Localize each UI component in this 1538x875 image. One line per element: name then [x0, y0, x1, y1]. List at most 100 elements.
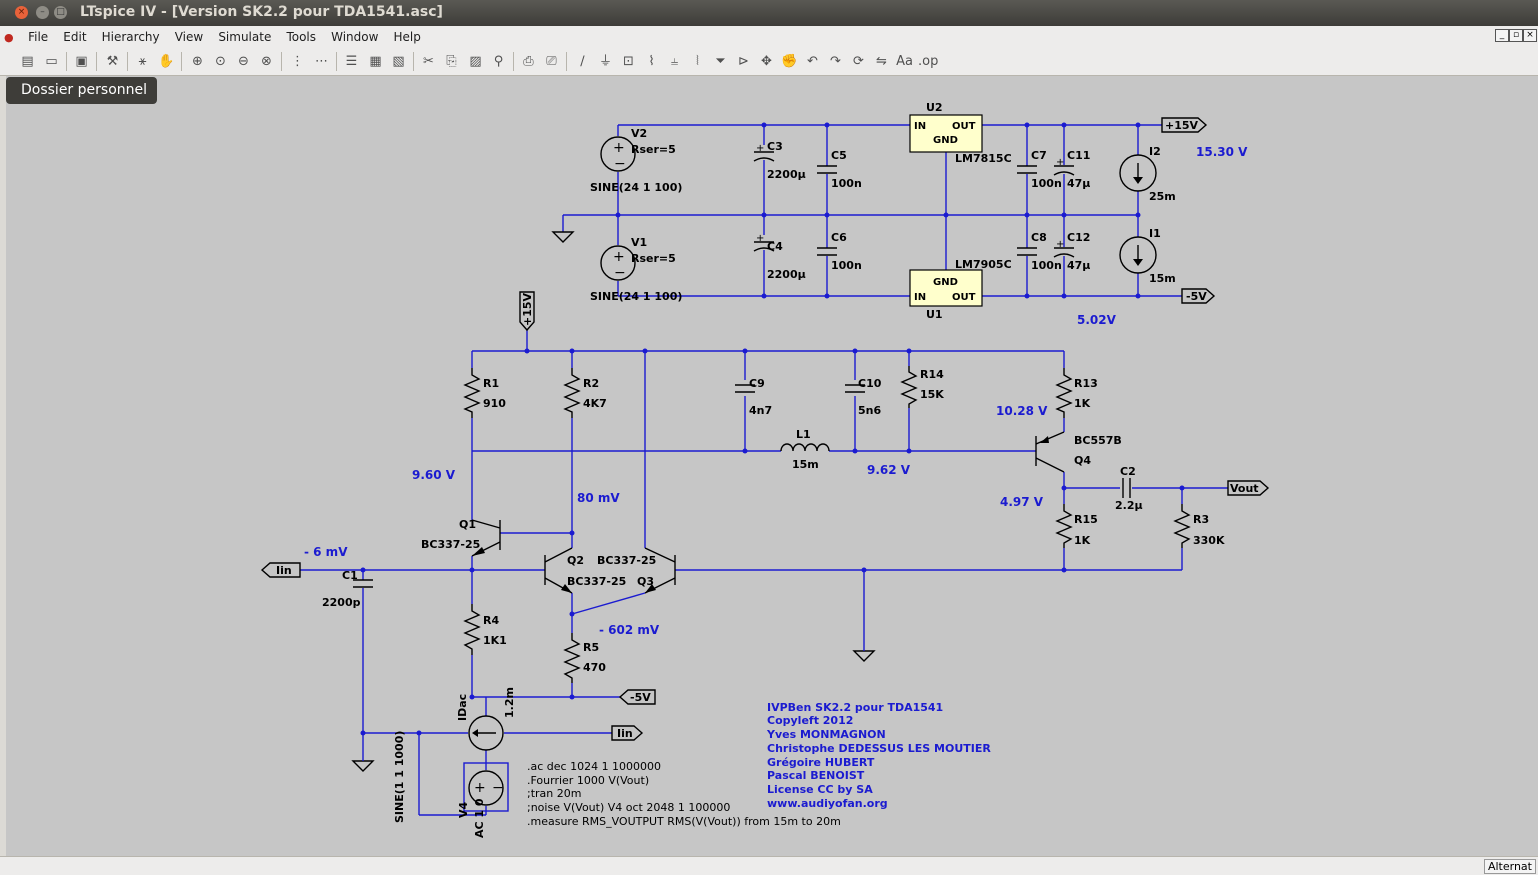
- menu-file[interactable]: File: [28, 30, 49, 44]
- run-icon[interactable]: ⚹: [138, 54, 147, 69]
- control-panel-icon[interactable]: ⚒: [106, 54, 119, 69]
- open-folder-icon[interactable]: ▭: [45, 54, 58, 69]
- inductor-icon[interactable]: ⦚: [696, 54, 699, 69]
- mdi-minimize-button[interactable]: _: [1495, 29, 1509, 42]
- net-flag-minus5v-bottom[interactable]: [618, 689, 656, 705]
- menu-window[interactable]: Window: [331, 30, 379, 44]
- redo-icon[interactable]: ↷: [830, 54, 841, 69]
- capacitor-c7[interactable]: [1017, 165, 1037, 174]
- net-flag-plus15v-top[interactable]: [519, 291, 535, 332]
- tile-vertical-icon[interactable]: ▦: [369, 54, 382, 69]
- inductor-l1[interactable]: [780, 443, 830, 452]
- current-source-i2[interactable]: [1119, 154, 1157, 192]
- menu-simulate[interactable]: Simulate: [218, 30, 272, 44]
- net-flag-vout[interactable]: [1227, 480, 1270, 496]
- c11-value: 47µ: [1067, 177, 1090, 190]
- spice-directives[interactable]: .ac dec 1024 1 1000000 .Fourrier 1000 V(…: [527, 760, 841, 828]
- capacitor-c2[interactable]: [1122, 478, 1131, 498]
- transistor-q2[interactable]: [544, 547, 573, 594]
- copy-icon[interactable]: ⎘: [446, 54, 457, 69]
- voltage-source-v2[interactable]: + −: [600, 136, 636, 172]
- resistor-r14[interactable]: [900, 366, 918, 408]
- regulator-u1[interactable]: [909, 269, 983, 307]
- label-net-icon[interactable]: ⊡: [623, 54, 634, 69]
- diode-icon[interactable]: ⏷: [715, 54, 726, 69]
- transistor-q4[interactable]: [1035, 431, 1065, 473]
- net-flag-iin-left[interactable]: [260, 562, 301, 578]
- close-window-button[interactable]: ×: [15, 6, 28, 19]
- schematic-canvas[interactable]: + − V2 Rser=5 SINE(24 1 100) + − V1 Rser…: [6, 76, 1538, 856]
- capacitor-c1[interactable]: [353, 579, 373, 588]
- schematic-drawing[interactable]: + − V2 Rser=5 SINE(24 1 100) + − V1 Rser…: [6, 76, 1538, 856]
- resistor-icon[interactable]: ⌇: [648, 54, 655, 69]
- move-icon[interactable]: ✥: [761, 54, 772, 69]
- transistor-q3[interactable]: [644, 547, 676, 594]
- close-all-icon[interactable]: ▧: [392, 54, 405, 69]
- mdi-close-button[interactable]: ×: [1523, 29, 1537, 42]
- mdi-restore-button[interactable]: ▫: [1509, 29, 1523, 42]
- component-icon[interactable]: ⊳: [738, 54, 749, 69]
- transistor-q1[interactable]: [471, 519, 501, 557]
- capacitor-icon[interactable]: ⫨: [670, 54, 679, 69]
- voltage-source-v4[interactable]: + −: [463, 762, 509, 812]
- resistor-r5[interactable]: [563, 633, 581, 683]
- resistor-r3[interactable]: [1173, 504, 1191, 548]
- app-icon[interactable]: ●: [4, 31, 14, 44]
- zoom-out-icon[interactable]: ⊖: [238, 54, 249, 69]
- spice-directive-icon[interactable]: .op: [918, 54, 939, 69]
- save-icon[interactable]: ▣: [75, 54, 88, 69]
- text-icon[interactable]: Aa: [896, 54, 913, 69]
- resistor-r1[interactable]: [463, 368, 481, 418]
- paste-icon[interactable]: ▨: [469, 54, 482, 69]
- capacitor-c10[interactable]: [845, 384, 865, 393]
- menu-help[interactable]: Help: [393, 30, 421, 44]
- autorange-icon[interactable]: ⋮: [291, 54, 304, 69]
- zoom-in-icon[interactable]: ⊕: [192, 54, 203, 69]
- capacitor-c3[interactable]: +: [753, 143, 775, 162]
- menu-view[interactable]: View: [174, 30, 204, 44]
- resistor-r4[interactable]: [463, 604, 481, 655]
- current-source-i1[interactable]: [1119, 236, 1157, 274]
- capacitor-c12[interactable]: +: [1053, 239, 1075, 258]
- menu-tools[interactable]: Tools: [286, 30, 316, 44]
- menu-hierarchy[interactable]: Hierarchy: [101, 30, 160, 44]
- ground-icon[interactable]: ⏚: [598, 54, 612, 69]
- cascade-icon[interactable]: ⋯: [315, 54, 328, 69]
- capacitor-c9[interactable]: [735, 384, 755, 393]
- halt-icon[interactable]: ✋: [158, 54, 175, 69]
- capacitor-c11[interactable]: +: [1053, 157, 1075, 176]
- net-flag-plus15v-out[interactable]: [1161, 117, 1208, 133]
- minimize-window-button[interactable]: –: [36, 6, 49, 19]
- current-source-idac[interactable]: [468, 715, 504, 751]
- tile-horizontal-icon[interactable]: ☰: [345, 54, 358, 69]
- rotate-icon[interactable]: ⟳: [853, 54, 864, 69]
- capacitor-c6[interactable]: [817, 247, 837, 256]
- capacitor-c5[interactable]: [817, 165, 837, 174]
- find-icon[interactable]: ⚲: [493, 54, 504, 69]
- r1-value: 910: [483, 397, 506, 410]
- new-schematic-icon[interactable]: ▤: [21, 54, 34, 69]
- undo-icon[interactable]: ↶: [807, 54, 818, 69]
- net-flag-minus5v-out[interactable]: [1181, 288, 1216, 304]
- zoom-fit-icon[interactable]: ⊗: [261, 54, 272, 69]
- wire-icon[interactable]: ∕: [580, 54, 585, 69]
- c6-value: 100n: [831, 259, 862, 272]
- maximize-window-button[interactable]: □: [54, 6, 67, 19]
- voltage-source-v1[interactable]: + −: [600, 245, 636, 281]
- print-icon[interactable]: ⎙: [523, 54, 534, 69]
- schematic-notes[interactable]: IVPBen SK2.2 pour TDA1541 Copyleft 2012 …: [766, 701, 991, 810]
- c5-name: C5: [831, 149, 847, 162]
- capacitor-c4[interactable]: +: [753, 233, 775, 252]
- cut-icon[interactable]: ✂: [423, 54, 434, 69]
- resistor-r15[interactable]: [1055, 504, 1073, 548]
- resistor-r13[interactable]: [1055, 368, 1073, 418]
- pan-icon[interactable]: ⊙: [215, 54, 226, 69]
- capacitor-c8[interactable]: [1017, 247, 1037, 256]
- mirror-icon[interactable]: ⇋: [876, 54, 887, 69]
- drag-icon[interactable]: ✊: [781, 54, 798, 69]
- print-preview-icon[interactable]: ⎚: [546, 54, 557, 69]
- regulator-u2[interactable]: [909, 114, 983, 153]
- net-flag-iin-right[interactable]: [611, 725, 644, 741]
- resistor-r2[interactable]: [563, 368, 581, 418]
- menu-edit[interactable]: Edit: [63, 30, 87, 44]
